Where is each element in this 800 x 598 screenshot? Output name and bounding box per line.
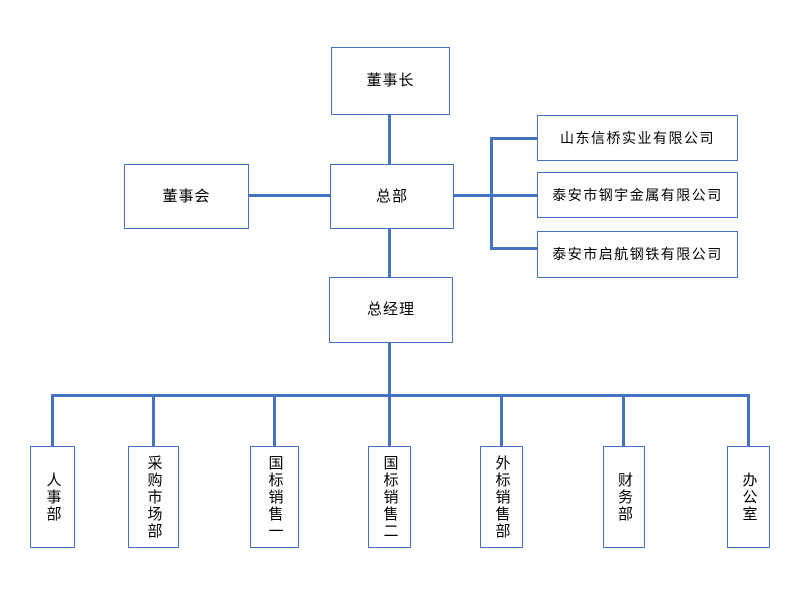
node-board-of-directors: 董事会 (124, 164, 249, 229)
node-company-shandong-xinqiao: 山东信桥实业有限公司 (537, 115, 738, 161)
connector-distribution-bus (51, 394, 750, 397)
node-dept-national-sales-2: 国标销售二 (368, 446, 411, 548)
connector-drop-dept-4 (388, 394, 391, 446)
connector-chairman-headquarters (388, 115, 391, 164)
connector-drop-dept-1 (51, 394, 54, 446)
connector-drop-dept-5 (500, 394, 503, 446)
connector-drop-dept-6 (622, 394, 625, 446)
connector-board-headquarters (249, 194, 330, 197)
connector-spine-company-3 (490, 247, 537, 250)
node-company-taian-gangyu: 泰安市钢宇金属有限公司 (537, 172, 738, 218)
node-company-taian-qihang: 泰安市启航钢铁有限公司 (537, 231, 738, 278)
connector-companies-spine (490, 137, 493, 250)
connector-drop-dept-2 (152, 394, 155, 446)
connector-spine-company-1 (490, 137, 537, 140)
node-dept-national-sales-1: 国标销售一 (250, 446, 299, 548)
connector-gm-distribution (388, 343, 391, 396)
node-dept-human-resources: 人事部 (30, 446, 75, 548)
node-headquarters: 总部 (330, 164, 454, 229)
node-dept-external-sales: 外标销售部 (480, 446, 523, 548)
connector-headquarters-companies (453, 194, 537, 197)
connector-headquarters-gm (388, 229, 391, 277)
node-chairman: 董事长 (331, 47, 450, 115)
node-dept-procurement-market: 采购市场部 (128, 446, 179, 548)
node-dept-finance: 财务部 (603, 446, 645, 548)
node-dept-office: 办公室 (727, 446, 770, 548)
connector-drop-dept-7 (747, 394, 750, 446)
connector-drop-dept-3 (273, 394, 276, 446)
node-general-manager: 总经理 (329, 277, 453, 343)
